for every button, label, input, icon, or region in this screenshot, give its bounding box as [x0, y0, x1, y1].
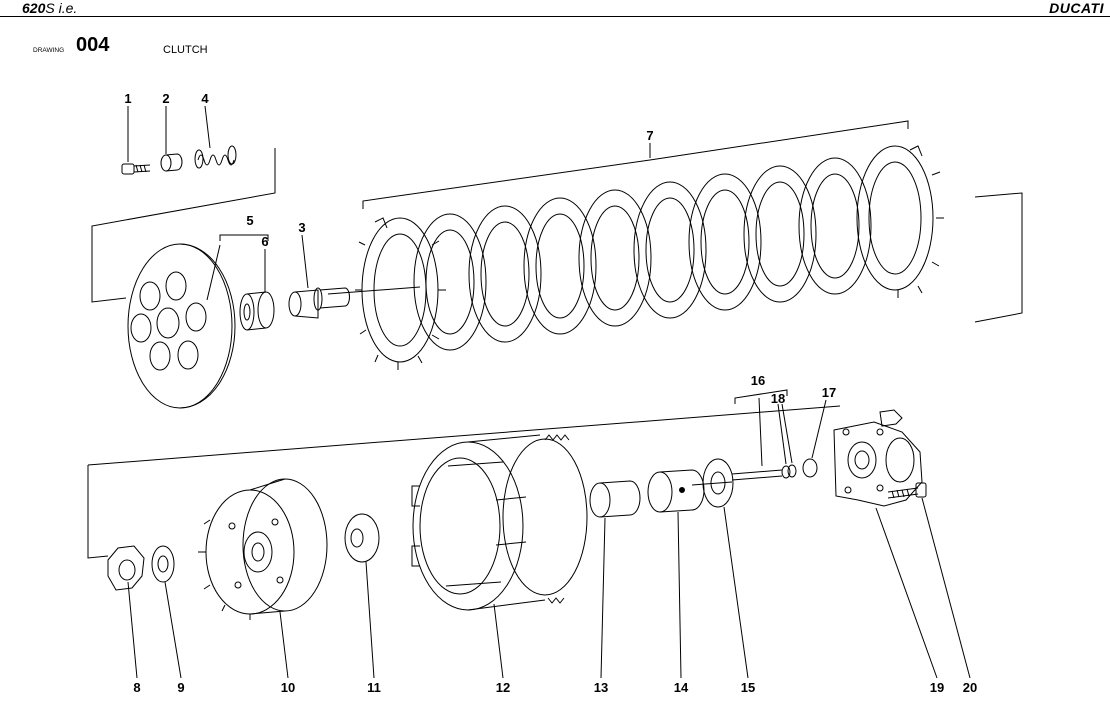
callout-11: 11 [367, 680, 381, 695]
callout-labels: 1 2 4 5 6 3 7 16 18 17 8 9 10 11 12 13 1… [124, 91, 977, 695]
callout-1: 1 [124, 91, 131, 106]
model-number: 620 [22, 0, 46, 16]
slave-cylinder [833, 409, 923, 507]
lower-frame-lines [87, 405, 841, 559]
clutch-plate-stack [355, 145, 944, 370]
bearing-part-6 [239, 291, 275, 331]
pressure-plate [127, 243, 236, 409]
washer-part-9 [151, 545, 175, 583]
callout-14: 14 [674, 680, 689, 695]
clutch-basket [411, 434, 588, 611]
callout-4: 4 [201, 91, 209, 106]
drawing-number: 004 [76, 34, 110, 56]
callout-8: 8 [133, 680, 140, 695]
callout-3: 3 [298, 220, 305, 235]
callout-20: 20 [963, 680, 977, 695]
callout-5: 5 [246, 213, 253, 228]
drawing-label: DRAWING [33, 47, 65, 54]
drawing-title: CLUTCH [163, 44, 208, 56]
bush-part-14 [647, 469, 705, 513]
pushrod-part-16 [691, 469, 783, 486]
bracket-5 [219, 234, 269, 241]
model-name: 620S i.e. [22, 0, 77, 16]
callout-12: 12 [496, 680, 510, 695]
callout-17: 17 [822, 385, 836, 400]
circlip-part-17 [802, 458, 818, 478]
bracket-16 [734, 389, 788, 404]
sleeve-part-13 [589, 480, 641, 518]
callout-7: 7 [646, 128, 653, 143]
bracket-7 [362, 120, 909, 209]
callout-15: 15 [741, 680, 755, 695]
callout-6: 6 [261, 234, 268, 249]
screw-part-1 [121, 163, 151, 175]
callout-9: 9 [177, 680, 184, 695]
spacer-part-11 [344, 513, 380, 563]
leader-lines [127, 105, 971, 679]
pushrod-part-3 [288, 287, 350, 319]
header-divider [0, 16, 1110, 17]
spring-part-4 [194, 145, 237, 169]
bolt-part-20 [887, 482, 927, 499]
brand-logo: DUCATI [1049, 0, 1104, 16]
oring-part-18 [781, 464, 797, 479]
page-header: 620S i.e. DUCATI [0, 0, 1110, 18]
nut-part-8 [107, 545, 145, 591]
clutch-hub [198, 478, 328, 620]
callout-19: 19 [930, 680, 944, 695]
bushing-part-2 [160, 153, 183, 172]
callout-10: 10 [281, 680, 295, 695]
model-suffix: S i.e. [45, 0, 78, 16]
callout-16: 16 [751, 373, 765, 388]
callout-13: 13 [594, 680, 608, 695]
callout-18: 18 [771, 391, 785, 406]
callout-2: 2 [162, 91, 169, 106]
